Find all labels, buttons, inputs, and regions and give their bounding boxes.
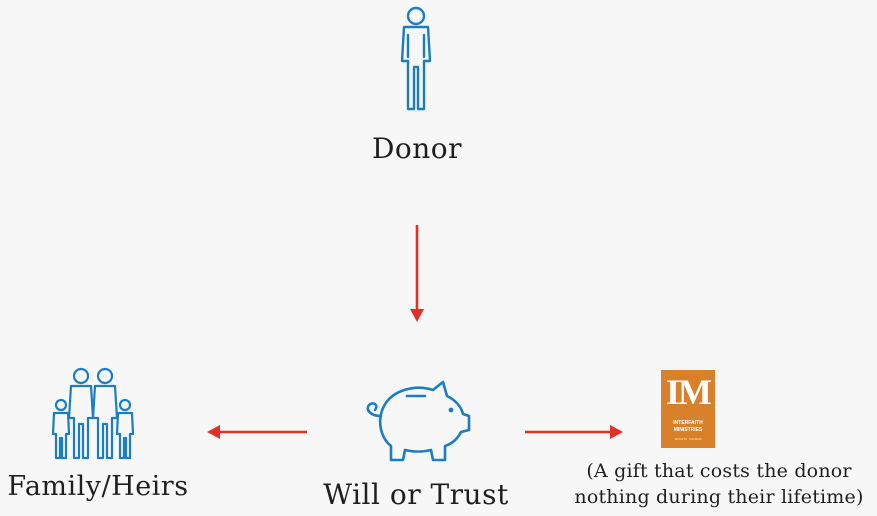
logo-line-2: MINISTRIES [673,427,703,433]
gift-note-line-1: (A gift that costs the donor [586,460,852,482]
donor-label: Donor [371,132,463,165]
family-icon [51,367,135,460]
logo-mark: IM [666,372,712,412]
logo-line-3: WICHITA · KANSAS [674,437,702,441]
piggy-bank-icon [366,380,471,462]
will-or-trust-label: Will or Trust [323,478,509,511]
person-icon [400,6,432,111]
gift-note-line-2: nothing during their lifetime) [574,486,864,508]
gift-note: (A gift that costs the donor nothing dur… [566,458,872,510]
logo-line-1: INTERFAITH [673,420,703,426]
arrow-right [525,425,623,439]
interfaith-ministries-logo: IM INTERFAITH MINISTRIES WICHITA · KANSA… [661,370,715,448]
arrow-down [410,225,424,322]
arrow-left [207,425,307,439]
family-label: Family/Heirs [7,471,189,502]
